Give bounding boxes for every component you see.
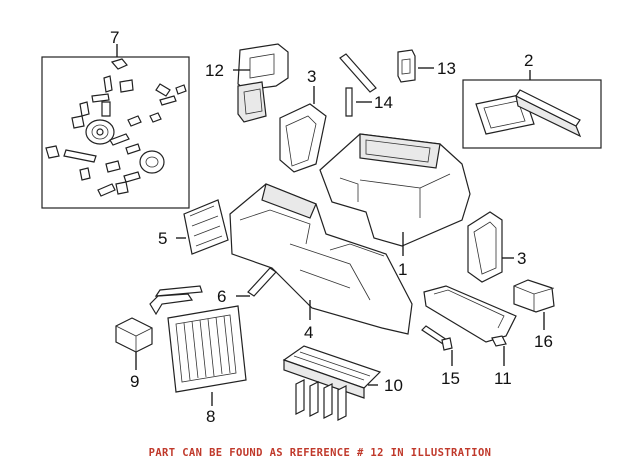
callout-3-left: 3: [307, 67, 316, 86]
callout-3-right: 3: [517, 249, 526, 268]
part-5-cabin-filter: [176, 199, 229, 255]
part-14-pin: [339, 53, 377, 117]
callout-8: 8: [206, 407, 215, 426]
callout-5: 5: [158, 229, 167, 248]
part-7-hardware-kit: [41, 44, 190, 209]
part-12-blower-motor: [233, 43, 289, 123]
callout-14: 14: [374, 93, 393, 112]
callout-2: 2: [524, 51, 533, 70]
part-9-expansion-valve: [115, 317, 153, 370]
part-1-heater-case: [319, 133, 471, 256]
part-15-screw: [421, 325, 453, 366]
callout-11: 11: [494, 369, 512, 388]
part-16-sensor: [513, 279, 555, 330]
part-13-actuator: [397, 49, 434, 83]
part-8-heater-core: [149, 285, 247, 406]
part-3-duct-right: [467, 211, 514, 283]
callout-1: 1: [398, 260, 407, 279]
part-10-evaporator: [282, 345, 382, 421]
callout-6: 6: [217, 287, 226, 306]
footer-note: PART CAN BE FOUND AS REFERENCE # 12 IN I…: [149, 447, 492, 459]
part-6-seal-strip: [236, 267, 277, 297]
part-3-duct-left: [279, 86, 327, 173]
callout-12: 12: [205, 61, 224, 80]
callout-13: 13: [437, 59, 456, 78]
part-2-filter-frame: [462, 70, 602, 149]
callout-15: 15: [441, 369, 460, 388]
part-4-lower-housing: [229, 183, 413, 335]
callout-16: 16: [534, 332, 553, 351]
callout-9: 9: [130, 372, 139, 391]
callout-10: 10: [384, 376, 403, 395]
part-11-blend-door: [423, 285, 517, 366]
callout-4: 4: [304, 323, 313, 342]
callout-7: 7: [110, 28, 119, 47]
